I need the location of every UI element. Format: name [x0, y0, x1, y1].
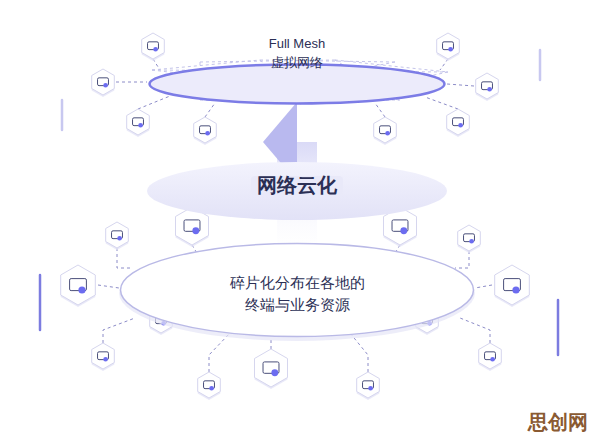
- node-label: 虚拟网络: [271, 53, 323, 72]
- dotted-wire: [350, 333, 368, 372]
- dotted-wire: [447, 84, 474, 86]
- hexagon-icon: [476, 73, 499, 101]
- dotted-wire: [425, 97, 458, 109]
- cloud-band: 网络云化: [147, 162, 447, 220]
- hexagon-icon: [437, 33, 460, 61]
- dotted-wire: [153, 59, 160, 70]
- dotted-wire: [209, 333, 230, 372]
- dotted-wire: [440, 59, 448, 70]
- dotted-wire: [98, 285, 119, 288]
- hexagon-icon: [61, 265, 96, 307]
- dotted-wire: [460, 318, 490, 343]
- dotted-wire: [455, 251, 469, 268]
- watermark: 思创网: [528, 409, 588, 436]
- hexagon-icon: [374, 117, 397, 145]
- node-label: Full Mesh: [269, 34, 325, 53]
- dotted-wire: [375, 103, 385, 117]
- dotted-wire: [117, 248, 130, 268]
- hexagon-icon: [198, 372, 221, 400]
- hexagon-icon: [142, 33, 165, 61]
- dotted-wire: [205, 103, 215, 117]
- network-ellipse: Full Mesh虚拟网络: [147, 32, 447, 106]
- dotted-wire: [103, 318, 135, 343]
- hexagon-icon: [357, 372, 380, 400]
- hexagon-icon: [92, 343, 115, 371]
- dotted-wire: [116, 82, 147, 83]
- dotted-wire: [475, 285, 492, 288]
- hexagon-icon: [194, 117, 217, 145]
- hexagon-icon: [495, 265, 530, 307]
- hexagon-icon: [447, 109, 470, 137]
- node-label: 碎片化分布在各地的 终端与业务资源: [222, 272, 372, 316]
- network-ellipse: 碎片化分布在各地的 终端与业务资源: [119, 242, 475, 338]
- hexagon-icon: [458, 225, 481, 253]
- hexagon-icon: [255, 349, 288, 389]
- dotted-wire: [138, 96, 170, 109]
- node-label: 网络云化: [251, 176, 343, 195]
- hexagon-icon: [127, 109, 150, 137]
- hexagon-icon: [479, 343, 502, 371]
- hexagon-icon: [92, 69, 115, 97]
- hexagon-icon: [106, 222, 129, 250]
